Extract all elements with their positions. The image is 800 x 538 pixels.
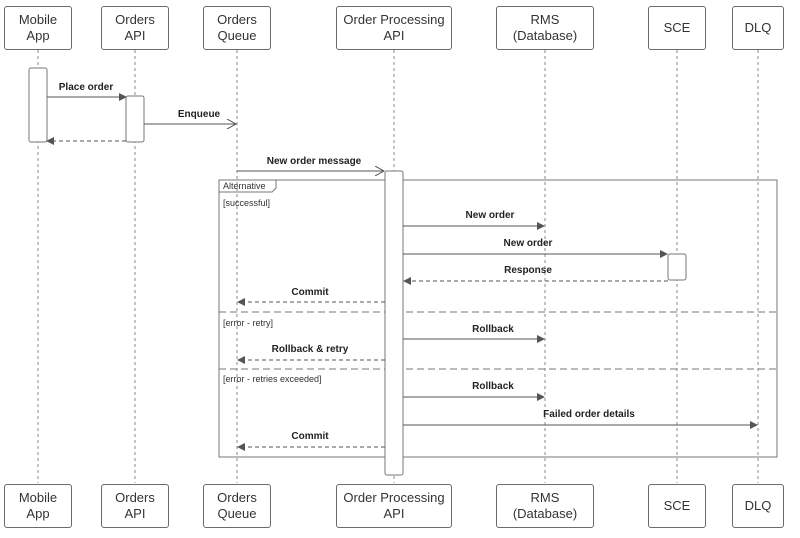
participant-header-orders-api: Orders API [101,6,169,50]
participant-footer-dlq: DLQ [732,484,784,528]
participant-label: Order Processing API [343,490,445,521]
participant-label: Mobile App [18,12,58,43]
participant-header-order-processing-api: Order Processing API [336,6,452,50]
participant-label: Order Processing API [343,12,445,43]
participant-header-mobile-app: Mobile App [4,6,72,50]
participant-footer-order-processing-api: Order Processing API [336,484,452,528]
activation-sce [667,253,687,281]
activation-mobile-app [28,67,48,143]
participant-label: Mobile App [18,490,58,521]
activation-order-processing-api [384,170,404,476]
message-label-new-order-rms: New order [465,210,515,221]
message-label-enqueue: Enqueue [177,109,221,120]
message-label-commit-2: Commit [291,431,329,442]
guard-successful: [successful] [223,198,271,208]
fragment-operator-label: Alternative [223,181,266,191]
participant-label: Orders API [115,12,155,43]
participant-footer-rms-database: RMS (Database) [496,484,594,528]
participant-footer-sce: SCE [648,484,706,528]
message-label-rollback-retry: Rollback & retry [271,344,349,355]
participant-label: RMS (Database) [512,12,578,43]
message-label-rollback-2: Rollback [472,381,514,392]
participant-header-dlq: DLQ [732,6,784,50]
participant-label: Orders Queue [217,12,257,43]
message-label-response: Response [504,265,552,276]
participant-footer-orders-queue: Orders Queue [203,484,271,528]
participant-header-sce: SCE [648,6,706,50]
participant-label: DLQ [744,498,772,513]
message-label-place-order: Place order [58,82,114,93]
participant-label: Orders Queue [217,490,257,521]
guard-error-retry: [error - retry] [223,318,274,328]
message-label-new-order-message: New order message [266,156,362,167]
message-label-new-order-sce: New order [503,238,553,249]
message-label-rollback-1: Rollback [472,324,514,335]
alternative-fragment [218,179,778,458]
activation-orders-api [125,95,145,143]
participant-label: Orders API [115,490,155,521]
participant-label: SCE [663,498,691,513]
participant-footer-mobile-app: Mobile App [4,484,72,528]
message-label-failed-order-details: Failed order details [543,409,635,420]
alternative-fragment-tag [218,180,277,193]
message-label-commit-1: Commit [291,287,329,298]
guard-error-retries-exceeded: [error - retries exceeded] [223,374,322,384]
participant-footer-orders-api: Orders API [101,484,169,528]
participant-label: SCE [663,20,691,35]
participant-label: RMS (Database) [512,490,578,521]
participant-header-rms-database: RMS (Database) [496,6,594,50]
participant-label: DLQ [744,20,772,35]
participant-header-orders-queue: Orders Queue [203,6,271,50]
